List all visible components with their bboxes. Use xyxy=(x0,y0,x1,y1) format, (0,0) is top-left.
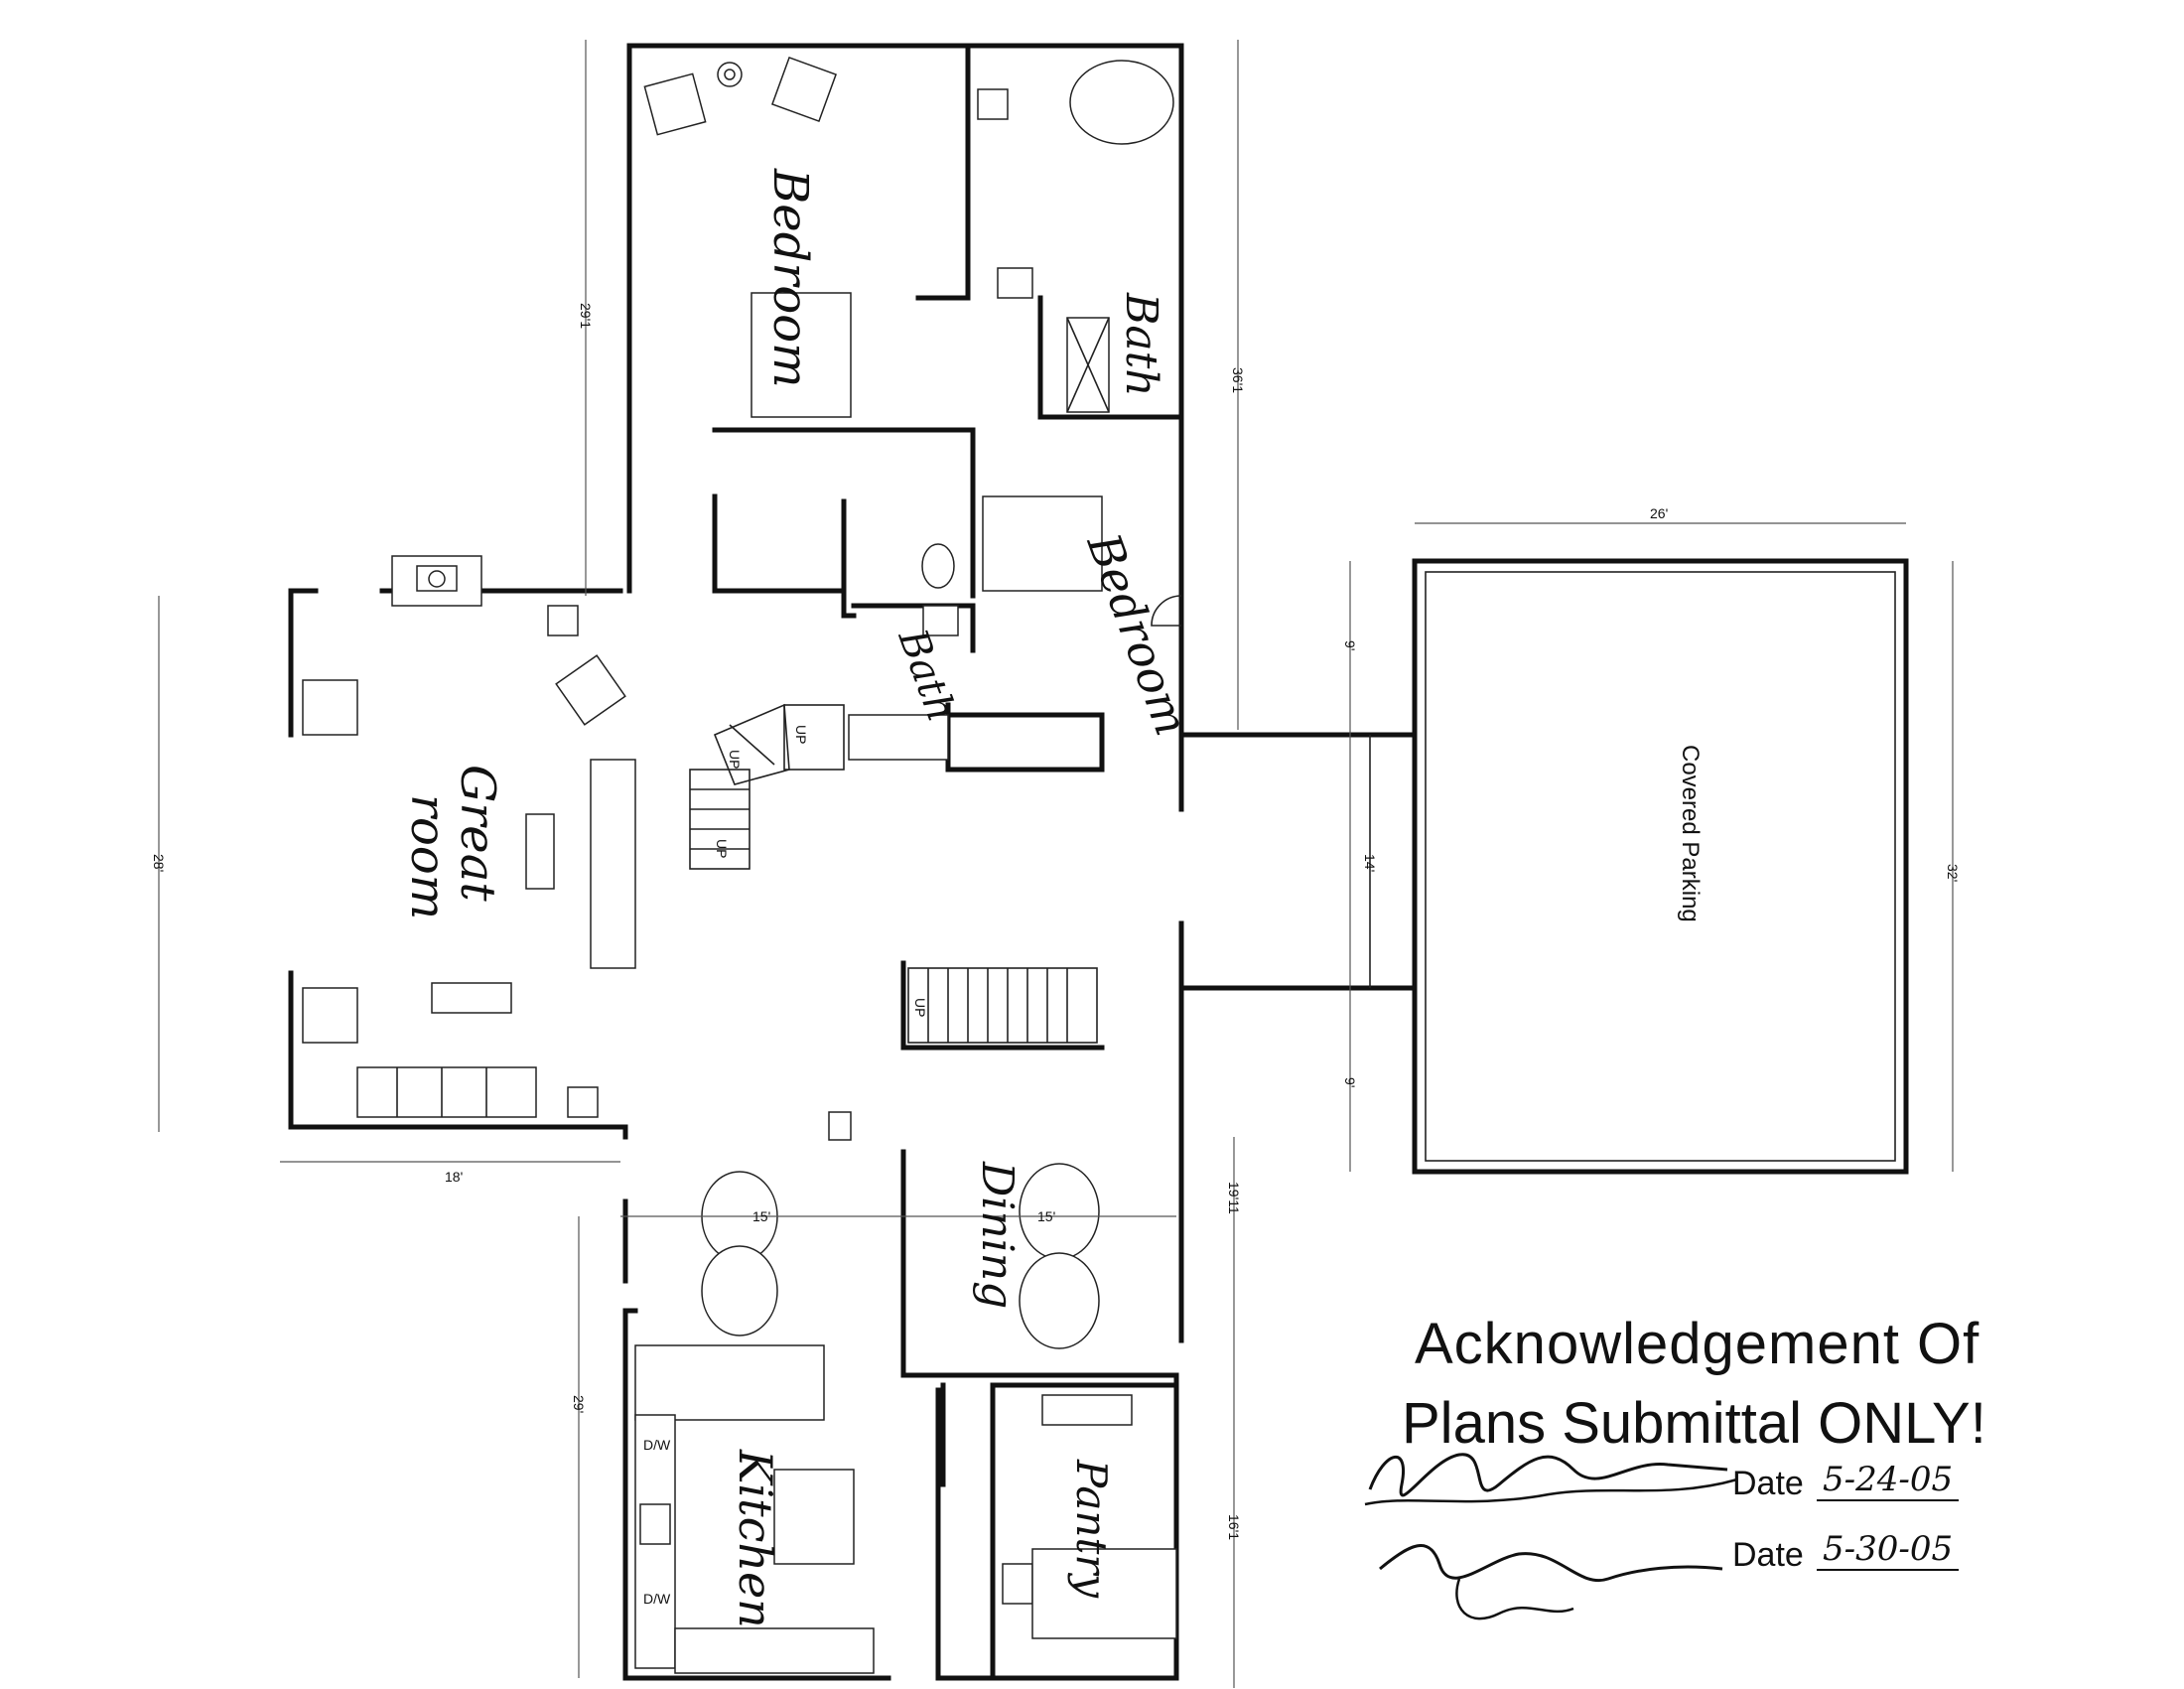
dim-36-1: 36'1 xyxy=(1230,367,1246,393)
up-label-3: UP xyxy=(714,839,730,858)
stairs xyxy=(689,703,1098,1044)
dim-18: 18' xyxy=(445,1169,463,1185)
dimension-labels: 29'1 36'1 26' 9' 14' 9' 32' 28' 18' 15' … xyxy=(151,303,1961,1540)
stamp-line-2: Plans Submittal ONLY! xyxy=(1402,1391,1986,1456)
room-label-kitchen: Kitchen xyxy=(729,1449,782,1628)
furniture xyxy=(302,56,1182,1674)
dim-15-left: 15' xyxy=(752,1208,770,1224)
stamp-line-1: Acknowledgement Of xyxy=(1415,1312,1980,1376)
room-label-bath-2: Bath xyxy=(888,623,964,728)
interior-walls xyxy=(622,43,1184,1681)
dim-9-bottom: 9' xyxy=(1342,1077,1358,1087)
room-label-dining: Dining xyxy=(972,1161,1023,1309)
dim-14: 14' xyxy=(1362,854,1378,872)
dim-32: 32' xyxy=(1945,864,1961,882)
plan-notes: UP UP UP UP D/W D/W xyxy=(643,725,928,1607)
signature-marks xyxy=(1364,1453,1738,1620)
exterior-walls xyxy=(288,43,1418,1681)
up-label-1: UP xyxy=(793,725,809,744)
date-label-2: Date xyxy=(1732,1536,1804,1574)
dim-9-top: 9' xyxy=(1342,640,1358,650)
dim-19-11: 19'11 xyxy=(1226,1182,1242,1214)
date-value-2: 5-30-05 xyxy=(1817,1529,1960,1571)
room-label-bedroom-1: Bedroom xyxy=(762,168,818,388)
date-label-1: Date xyxy=(1732,1465,1804,1502)
dimension-lines xyxy=(158,40,1954,1688)
dim-15-right: 15' xyxy=(1037,1208,1055,1224)
up-label-2: UP xyxy=(727,750,743,769)
dim-16-1: 16'1 xyxy=(1226,1514,1242,1540)
date-value-1: 5-24-05 xyxy=(1817,1460,1960,1501)
dim-29: 29' xyxy=(571,1395,587,1413)
dim-28: 28' xyxy=(151,854,167,872)
room-label-great: Great xyxy=(450,765,505,902)
dw-label-1: D/W xyxy=(643,1437,671,1453)
dw-label-2: D/W xyxy=(643,1591,671,1607)
room-label-covered-parking: Covered Parking xyxy=(1677,745,1704,922)
room-label-room: room xyxy=(400,794,456,919)
room-label-pantry: Pantry xyxy=(1067,1459,1116,1599)
room-label-bath-1: Bath xyxy=(1116,292,1166,397)
dim-26: 26' xyxy=(1650,505,1668,521)
dim-29-1: 29'1 xyxy=(578,303,594,329)
carport xyxy=(1369,558,1909,1175)
up-label-4: UP xyxy=(912,998,928,1017)
